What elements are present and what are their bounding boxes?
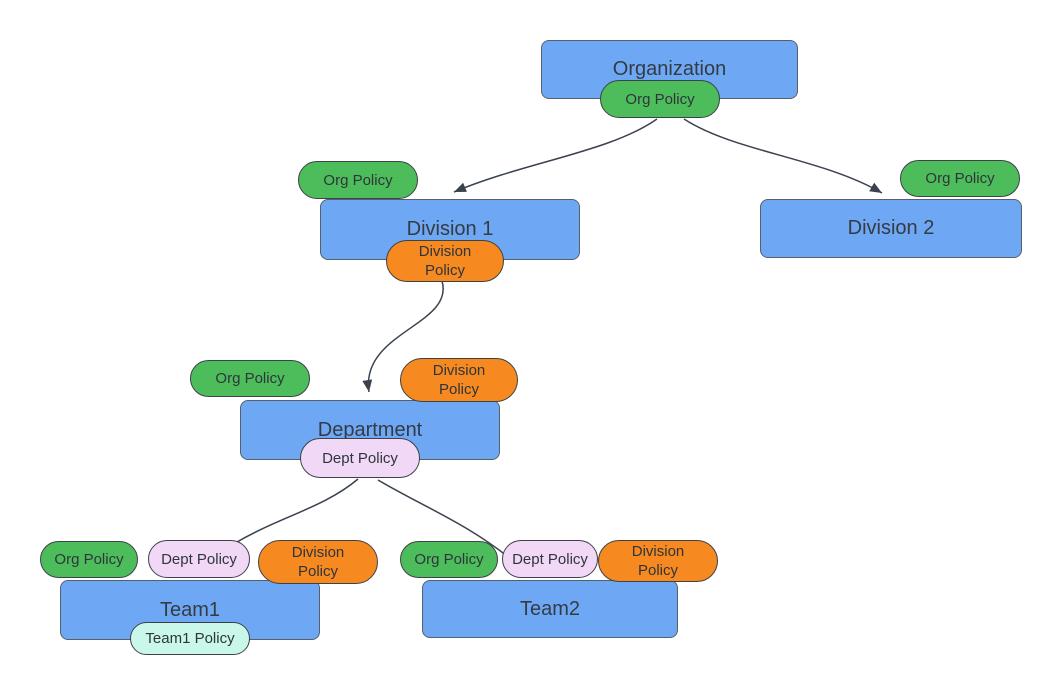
connector-department-team2 [377,479,513,561]
connector-division1-department [362,280,444,393]
connector-department-team1 [236,478,359,543]
node-team2: Team2 [422,580,678,638]
badge-division-policy: Division Policy [258,540,378,584]
node-label: Team1 [159,598,221,621]
badge-org-policy: Org Policy [400,541,498,578]
badge-org-policy: Org Policy [190,360,310,397]
connector-organization-division2 [683,118,883,194]
badge-dept-policy: Dept Policy [148,540,250,578]
badge-org-policy: Org Policy [900,160,1020,197]
node-label: Organization [612,58,727,80]
badge-dept-policy: Dept Policy [502,540,598,578]
node-label: Division 1 [406,218,494,240]
node-label: Team2 [519,597,581,620]
badge-org-policy: Org Policy [40,541,138,578]
badge-division-policy: Division Policy [598,540,718,582]
node-division2: Division 2 [760,199,1022,258]
connector-organization-division1 [453,118,658,193]
badge-division-policy: Division Policy [400,358,518,402]
badge-org-policy: Org Policy [600,80,720,118]
badge-dept-policy: Dept Policy [300,438,420,478]
node-label: Division 2 [847,217,935,239]
badge-team1-policy: Team1 Policy [130,622,250,655]
badge-org-policy: Org Policy [298,161,418,199]
badge-division-policy: Division Policy [386,240,504,282]
node-label: Department [317,418,423,441]
